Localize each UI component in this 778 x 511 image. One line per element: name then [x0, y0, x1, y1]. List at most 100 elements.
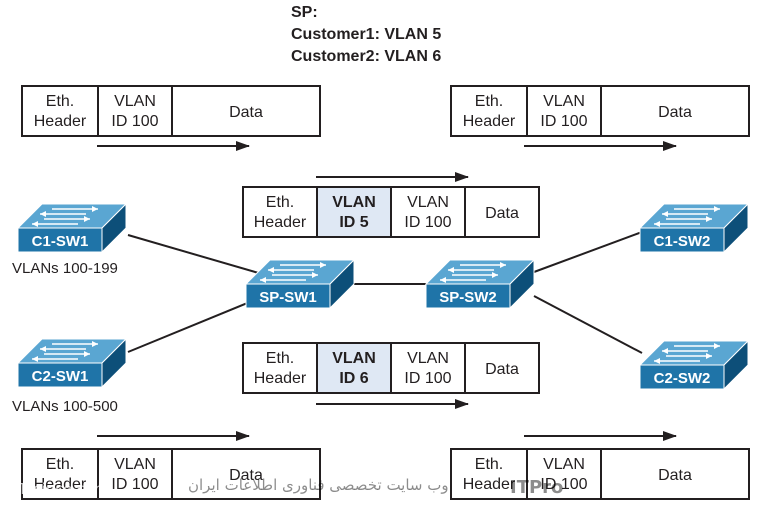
- switch-c1-sw2-label: C1-SW2: [654, 233, 711, 250]
- frame-top-left-data-text: Data: [229, 104, 263, 121]
- frame-bottom-right-vlan-tag-line2: ID 100: [540, 476, 587, 493]
- frame-top-left-eth-header-line2: Header: [34, 113, 87, 130]
- switch-c1-sw2[interactable]: C1-SW2: [638, 202, 750, 254]
- switch-sp-sw2-front-face: [425, 283, 511, 309]
- switch-c1-sw1[interactable]: C1-SW1: [16, 202, 128, 254]
- frame-sp-customer1-data: Data: [464, 186, 540, 238]
- switch-sp-sw1-arrows-icon: [260, 262, 326, 283]
- watermark: Tosinso.com وب سایت تخصصی فناوری اطلاعات…: [17, 476, 563, 498]
- switch-sp-sw2[interactable]: SP-SW2: [424, 258, 536, 310]
- link-spsw2-c1sw2: [533, 231, 643, 273]
- frame-sp-customer1-outer-vlan-tag-line2: ID 5: [339, 214, 368, 231]
- switch-c2-sw1[interactable]: C2-SW1: [16, 337, 128, 389]
- frame-bottom-left-vlan-tag-box: [97, 448, 173, 500]
- frame-bottom-left-eth-header-line1: Eth.: [46, 456, 74, 473]
- link-spsw2-c2sw2: [533, 295, 643, 354]
- switch-c1-sw1-arrows-icon: [32, 206, 98, 227]
- frame-bottom-right-eth-header-box: [450, 448, 528, 500]
- frame-bottom-right-vlan-tag-line1: VLAN: [543, 456, 585, 473]
- frame-top-right-eth-header-line2: Header: [463, 113, 516, 130]
- frame-sp-customer2-inner-vlan-tag-line2: ID 100: [404, 370, 451, 387]
- frame-bottom-left-eth-header-box: [21, 448, 99, 500]
- frame-sp-customer2-eth-header-line2: Header: [254, 370, 307, 387]
- frame-top-left-vlan-tag-line2: ID 100: [111, 113, 158, 130]
- frame-top-right-eth-header-box: [450, 85, 528, 137]
- switch-sp-sw1-front-face: [245, 283, 331, 309]
- frame-bottom-left-vlan-tag: VLAN ID 100: [97, 448, 173, 500]
- frame-top-left-eth-header-box: [21, 85, 99, 137]
- frame-top-left-vlan-tag-line1: VLAN: [114, 93, 156, 110]
- frame-sp-customer2-eth-header-line1: Eth.: [266, 350, 294, 367]
- frame-top-left-data-box: [171, 85, 321, 137]
- frame-top-right-vlan-tag-line1: VLAN: [543, 93, 585, 110]
- frame-sp-customer1-data-text: Data: [485, 205, 519, 222]
- frame-sp-customer2-data-box: [464, 342, 540, 394]
- frame-sp-customer1-outer-vlan-tag-line1: VLAN: [332, 194, 376, 211]
- frame-top-right: Eth. Header VLAN ID 100 Data: [450, 85, 750, 137]
- frame-sp-customer1-eth-header: Eth. Header: [242, 186, 318, 238]
- frame-sp-customer2-data: Data: [464, 342, 540, 394]
- frame-bottom-right-data-box: [600, 448, 750, 500]
- frame-sp-customer1-outer-vlan-tag-box: [316, 186, 392, 238]
- frame-top-right-vlan-tag-line2: ID 100: [540, 113, 587, 130]
- frame-sp-customer2-outer-vlan-tag-box: [316, 342, 392, 394]
- frame-bottom-left-vlan-tag-line2: ID 100: [111, 476, 158, 493]
- sp-customer2-vlan: Customer2: VLAN 6: [291, 48, 442, 65]
- frame-sp-customer1-data-box: [464, 186, 540, 238]
- frame-sp-customer2-eth-header-box: [242, 342, 318, 394]
- links: [127, 231, 643, 354]
- switch-c1-sw2-arrows-icon: [654, 206, 720, 227]
- switch-sp-sw1[interactable]: SP-SW1: [244, 258, 356, 310]
- switch-sp-sw1-label: SP-SW1: [259, 289, 317, 306]
- watermark-left-text: Tosinso.com: [17, 480, 109, 498]
- switch-c1-sw1-front-face: [17, 227, 103, 253]
- frame-sp-customer1-eth-header-line1: Eth.: [266, 194, 294, 211]
- watermark-right-text: ITPro: [510, 477, 563, 498]
- frame-top-left-vlan-tag: VLAN ID 100: [97, 85, 173, 137]
- frame-top-left-vlan-tag-box: [97, 85, 173, 137]
- frame-bottom-right-eth-header-line2: Header: [463, 476, 516, 493]
- frame-bottom-right-eth-header: Eth. Header: [450, 448, 528, 500]
- frame-top-right-eth-header: Eth. Header: [450, 85, 528, 137]
- frame-bottom-right-eth-header-line1: Eth.: [475, 456, 503, 473]
- switch-c1-sw1-label: C1-SW1: [32, 233, 89, 250]
- frame-sp-customer2-outer-vlan-tag-line1: VLAN: [332, 350, 376, 367]
- switch-c2-sw1-front-face: [17, 362, 103, 388]
- frame-bottom-right-vlan-tag: VLAN ID 100: [526, 448, 602, 500]
- frame-top-right-eth-header-line1: Eth.: [475, 93, 503, 110]
- frame-top-left-eth-header-line1: Eth.: [46, 93, 74, 110]
- watermark-center-text: وب سایت تخصصی فناوری اطلاعات ایران: [188, 476, 449, 494]
- switch-c2-sw2-front-face: [639, 364, 725, 390]
- link-c1sw1-spsw1: [127, 234, 263, 275]
- switch-sp-sw2-arrows-icon: [440, 262, 506, 283]
- frame-bottom-right-data-text: Data: [658, 467, 692, 484]
- frame-bottom-right-vlan-tag-box: [526, 448, 602, 500]
- frame-top-right-data-text: Data: [658, 104, 692, 121]
- frame-top-left: Eth. Header VLAN ID 100 Data: [21, 85, 321, 137]
- switch-c2-sw1-label: C2-SW1: [32, 368, 89, 385]
- frame-bottom-left-data-box: [171, 448, 321, 500]
- switch-sp-sw2-label: SP-SW2: [439, 289, 497, 306]
- frame-sp-customer2-data-text: Data: [485, 361, 519, 378]
- switch-c2-sw2[interactable]: C2-SW2: [638, 339, 750, 391]
- frame-sp-customer1-inner-vlan-tag-line1: VLAN: [407, 194, 449, 211]
- frame-sp-customer2-eth-header: Eth. Header: [242, 342, 318, 394]
- frame-sp-customer1-eth-header-line2: Header: [254, 214, 307, 231]
- switch-c2-sw2-label: C2-SW2: [654, 370, 711, 387]
- direction-arrows: [97, 141, 677, 441]
- frame-bottom-right-data: Data: [600, 448, 750, 500]
- frame-bottom-left-data: Data: [171, 448, 321, 500]
- frame-bottom-left-vlan-tag-line1: VLAN: [114, 456, 156, 473]
- sp-title: SP:: [291, 4, 318, 21]
- switch-c2-sw1-arrows-icon: [32, 341, 98, 362]
- frame-top-right-vlan-tag-box: [526, 85, 602, 137]
